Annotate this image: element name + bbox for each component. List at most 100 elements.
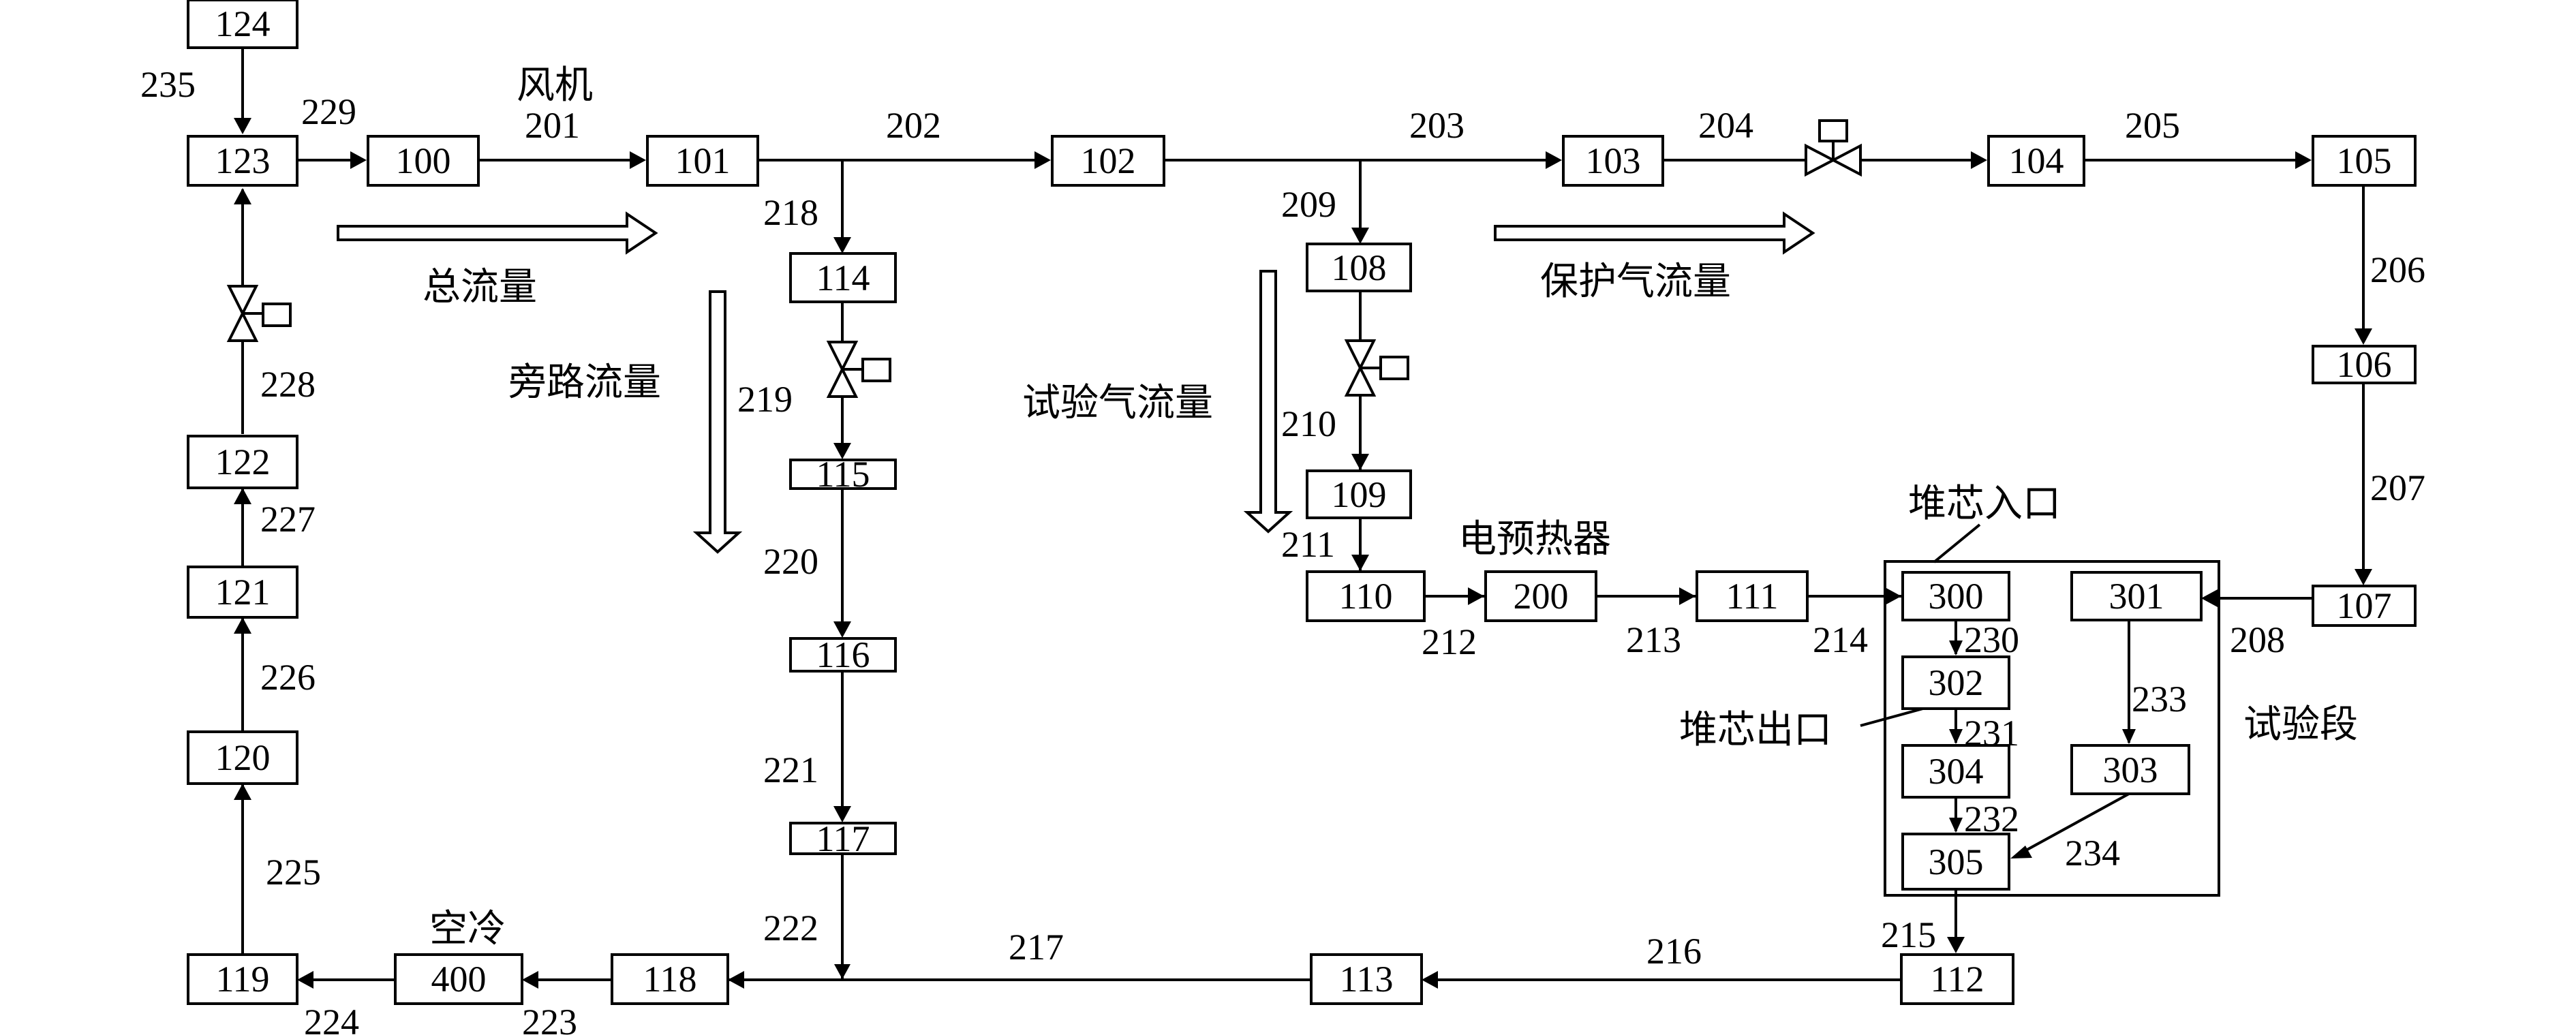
arrow-into-115 <box>833 443 851 459</box>
box-107: 107 <box>2312 585 2417 627</box>
box-108-label: 108 <box>1332 247 1387 288</box>
box-300: 300 <box>1901 571 2010 621</box>
label-234: 234 <box>2065 833 2120 874</box>
box-119-label: 119 <box>216 959 270 1000</box>
arrow-into-104 <box>1971 151 1987 169</box>
box-107-label: 107 <box>2337 585 2392 626</box>
label-231: 231 <box>1964 713 2019 754</box>
box-112: 112 <box>1900 953 2014 1005</box>
box-302-label: 302 <box>1929 662 1984 703</box>
box-117-label: 117 <box>816 818 870 859</box>
text-labels: 风机 总流量 旁路流量 试验气流量 保护气流量 电预热器 堆芯入口 堆芯出口 试… <box>423 63 2358 951</box>
valve-bypass <box>826 341 891 398</box>
box-103-label: 103 <box>1586 140 1641 181</box>
box-400: 400 <box>394 953 523 1005</box>
label-204: 204 <box>1698 105 1753 146</box>
box-303: 303 <box>2070 744 2190 795</box>
label-222: 222 <box>763 908 818 948</box>
box-115-label: 115 <box>816 454 870 495</box>
arrow-into-119 <box>297 971 313 989</box>
arrow-into-116 <box>833 621 851 638</box>
box-123: 123 <box>187 135 298 187</box>
arrow-into-120 <box>234 784 251 800</box>
label-226: 226 <box>260 657 316 698</box>
label-221: 221 <box>763 750 818 790</box>
label-215: 215 <box>1881 914 1936 955</box>
arrow-into-100 <box>350 151 367 169</box>
label-test-section: 试验段 <box>2243 702 2358 747</box>
total-flow-arrow <box>337 211 658 255</box>
label-216: 216 <box>1646 931 1702 972</box>
arrow-into-200 <box>1468 587 1484 605</box>
arrowheads <box>234 118 2372 989</box>
arrow-into-112 <box>1947 937 1965 953</box>
label-214: 214 <box>1813 619 1868 660</box>
box-110: 110 <box>1306 570 1426 622</box>
label-223: 223 <box>522 1002 577 1035</box>
box-112-label: 112 <box>1931 959 1984 1000</box>
box-305: 305 <box>1901 833 2010 891</box>
label-229: 229 <box>301 91 356 132</box>
box-104-label: 104 <box>2009 140 2064 181</box>
valve-test-gas <box>1344 339 1409 397</box>
label-212: 212 <box>1422 621 1477 662</box>
arrow-into-113 <box>1422 971 1438 989</box>
arrow-into-303 <box>2122 729 2136 744</box>
box-121: 121 <box>187 566 298 619</box>
line-numbers: 235 229 201 202 203 204 205 206 207 208 … <box>140 64 2425 1035</box>
label-232: 232 <box>1964 799 2019 839</box>
label-219: 219 <box>737 379 793 420</box>
arrow-into-123-bottom <box>234 188 251 204</box>
label-201: 201 <box>525 105 580 146</box>
box-124-label: 124 <box>215 3 271 44</box>
valve-protect-gas <box>1805 119 1862 177</box>
label-test-gas-flow: 试验气流量 <box>1022 381 1213 425</box>
label-air-cooling: 空冷 <box>429 907 506 951</box>
label-total-flow: 总流量 <box>423 265 537 309</box>
arrow-222-join <box>834 964 850 979</box>
box-123-label: 123 <box>215 140 271 181</box>
box-300-label: 300 <box>1929 576 1984 617</box>
box-118: 118 <box>611 953 729 1005</box>
arrow-into-118 <box>728 971 744 989</box>
test-section-frame <box>1884 560 2220 897</box>
leader-core-inlet <box>1933 523 1981 563</box>
label-220: 220 <box>763 541 818 582</box>
label-225: 225 <box>266 852 321 893</box>
box-108: 108 <box>1306 243 1412 292</box>
box-116-label: 116 <box>816 634 870 675</box>
box-119: 119 <box>187 953 298 1005</box>
box-113-label: 113 <box>1340 959 1394 1000</box>
valve-test-gas-actuator <box>1379 356 1409 380</box>
arrow-into-301 <box>2201 589 2218 607</box>
box-117: 117 <box>789 818 897 859</box>
arrow-into-302 <box>1949 640 1963 655</box>
arrow-into-114 <box>833 237 851 253</box>
box-115: 115 <box>789 454 897 495</box>
box-400-label: 400 <box>431 959 487 1000</box>
label-202: 202 <box>886 105 941 146</box>
box-109-label: 109 <box>1332 474 1387 515</box>
valve-bypass-actuator <box>861 358 891 382</box>
component-boxes: 124 123 100 101 102 103 104 105 106 107 … <box>187 0 2417 1005</box>
label-203: 203 <box>1409 105 1465 146</box>
arrow-into-117 <box>833 806 851 822</box>
label-207: 207 <box>2370 467 2425 508</box>
box-200: 200 <box>1484 570 1597 622</box>
label-bypass-flow: 旁路流量 <box>508 360 661 405</box>
box-301: 301 <box>2070 571 2203 621</box>
box-302: 302 <box>1901 655 2010 710</box>
arrow-into-110 <box>1351 555 1369 571</box>
box-105-label: 105 <box>2337 140 2392 181</box>
box-102: 102 <box>1051 135 1165 187</box>
box-121-label: 121 <box>215 572 271 613</box>
arrow-into-109 <box>1351 454 1369 470</box>
arrow-into-305 <box>1949 818 1963 833</box>
box-111: 111 <box>1696 570 1809 622</box>
box-120-label: 120 <box>215 737 271 778</box>
label-228: 228 <box>260 364 316 405</box>
label-core-outlet: 堆芯出口 <box>1679 708 1832 752</box>
box-100-label: 100 <box>396 140 451 181</box>
label-fan: 风机 <box>517 63 593 108</box>
